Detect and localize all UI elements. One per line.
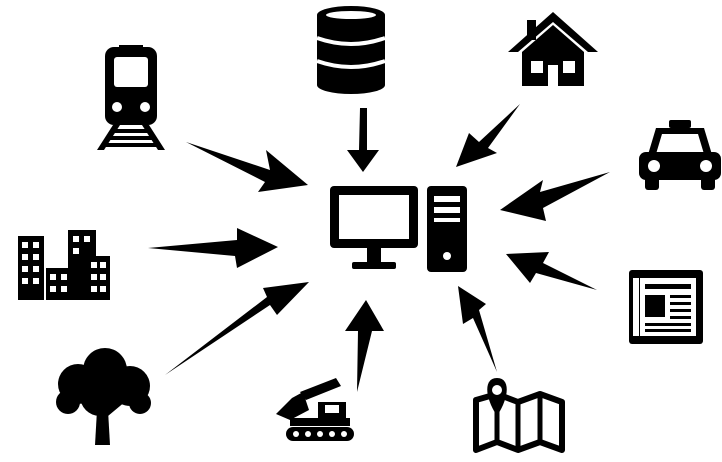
taxi-icon — [639, 120, 721, 190]
map-location-icon — [473, 378, 565, 453]
arrow-from-train — [186, 142, 308, 192]
arrow-from-newspaper — [506, 252, 597, 290]
arrow-from-city — [148, 228, 278, 268]
excavator-icon — [276, 378, 354, 441]
arrow-from-excavator — [345, 300, 384, 392]
desktop-computer-icon — [330, 186, 467, 272]
arrow-from-map — [458, 286, 497, 372]
train-icon — [97, 45, 165, 150]
tree-icon — [56, 348, 151, 445]
house-icon — [508, 12, 598, 86]
arrow-from-tree — [165, 282, 309, 375]
arrows — [148, 104, 610, 392]
arrow-from-database — [347, 108, 379, 172]
arrow-from-taxi — [500, 172, 610, 221]
arrow-from-house — [456, 104, 520, 167]
database-icon — [316, 6, 386, 94]
city-buildings-icon — [18, 230, 110, 300]
newspaper-icon — [629, 270, 703, 344]
